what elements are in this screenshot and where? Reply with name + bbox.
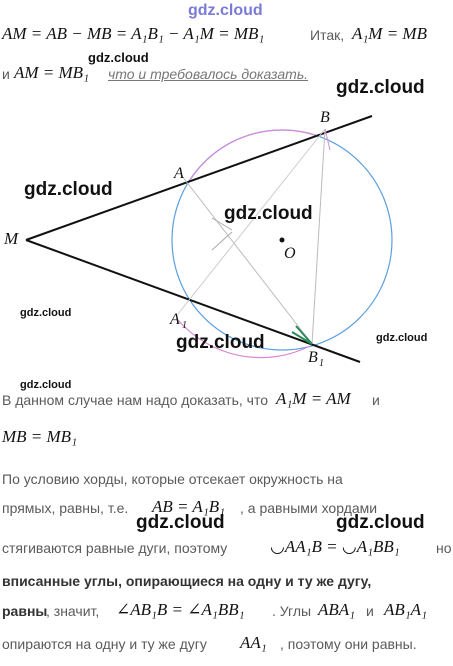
watermark-10: gdz.cloud bbox=[336, 512, 425, 533]
para2-l6-tail: , поэтому они равны. bbox=[280, 636, 417, 652]
label-b1-sub: 1 bbox=[319, 358, 324, 369]
watermark-9: gdz.cloud bbox=[136, 512, 225, 533]
watermark-5: gdz.cloud bbox=[20, 307, 72, 319]
proof-line1-math2: A₁M = MB bbox=[352, 24, 427, 43]
watermark-2: gdz.cloud bbox=[336, 77, 425, 98]
para2-l3-math: ◡AA₁B = ◡A₁BB₁ bbox=[270, 537, 400, 556]
para2-l2-math: AB = A₁B₁ bbox=[152, 497, 226, 516]
para2-l3-text: стягиваются равные дуги, поэтому bbox=[2, 540, 228, 556]
para2-l1: По условию хорды, которые отсекает окруж… bbox=[2, 471, 343, 487]
label-b1: B bbox=[308, 349, 318, 366]
label-a1: A bbox=[169, 311, 180, 328]
para2-l4-bold: вписанные углы, опирающиеся на одну и ту… bbox=[2, 573, 372, 589]
para2-l5-math3: AB₁A₁ bbox=[384, 600, 427, 619]
chord-ab1 bbox=[181, 175, 313, 345]
proof-line1-math: AM = AB − MB = A₁B₁ − A₁M = MB₁ bbox=[2, 24, 265, 43]
watermark-3: gdz.cloud bbox=[24, 179, 113, 200]
para2-l6-text: опираются на одну и ту же дугу bbox=[2, 636, 207, 652]
geometry-figure: M A B A 1 B 1 O bbox=[3, 109, 393, 369]
para2-l5-text: , значит, bbox=[46, 603, 100, 619]
para2-l6-math: AA₁ bbox=[240, 633, 267, 652]
para2-l5-math: ∠AB₁B = ∠A₁BB₁ bbox=[116, 600, 245, 619]
para1-tail: и bbox=[372, 392, 380, 408]
para2-l5-bold: равны bbox=[2, 603, 48, 619]
para2-l3-tail: но bbox=[436, 540, 452, 556]
para1-line2-math: MB = MB₁ bbox=[2, 427, 77, 446]
angle-mark-b1 bbox=[291, 325, 313, 345]
watermark-8: gdz.cloud bbox=[20, 379, 72, 391]
chord-bb1 bbox=[311, 128, 326, 345]
center-point bbox=[279, 237, 285, 243]
watermark-1: gdz.cloud bbox=[88, 50, 149, 65]
para2-l5-tail: . Углы bbox=[272, 603, 312, 619]
para2-l5-math2: ABA₁ bbox=[318, 600, 356, 619]
watermark-4: gdz.cloud bbox=[224, 203, 313, 224]
para2-l2-tail: , а равными хордами bbox=[240, 500, 378, 516]
arc-a1b1 bbox=[177, 319, 311, 359]
proof-line2-note: что и требовалось доказать. bbox=[108, 66, 309, 82]
watermark-top: gdz.cloud bbox=[188, 2, 263, 19]
proof-line2-prefix: и bbox=[2, 66, 10, 82]
angle-mark-m bbox=[211, 217, 233, 251]
line-mb1 bbox=[25, 239, 361, 363]
para2-l5-and: и bbox=[366, 603, 374, 619]
line-mb bbox=[25, 115, 373, 241]
label-a1-sub: 1 bbox=[182, 320, 187, 331]
label-m: M bbox=[3, 229, 19, 248]
para1-text: В данном случае нам надо доказать, что bbox=[2, 392, 268, 408]
label-o: O bbox=[284, 245, 296, 262]
arc-ab bbox=[189, 129, 319, 181]
watermark-6: gdz.cloud bbox=[176, 332, 265, 353]
label-b: B bbox=[320, 109, 330, 126]
para2-l2-text: прямых, равны, т.е. bbox=[2, 500, 129, 516]
proof-line1-text: Итак, bbox=[310, 27, 345, 43]
para1-math: A₁M = AM bbox=[276, 389, 351, 408]
label-a: A bbox=[173, 165, 184, 182]
chord-a1b bbox=[177, 128, 326, 315]
angle-mark-b bbox=[324, 128, 331, 151]
watermark-7: gdz.cloud bbox=[376, 332, 428, 344]
proof-line2-math: AM = MB₁ bbox=[14, 63, 89, 82]
